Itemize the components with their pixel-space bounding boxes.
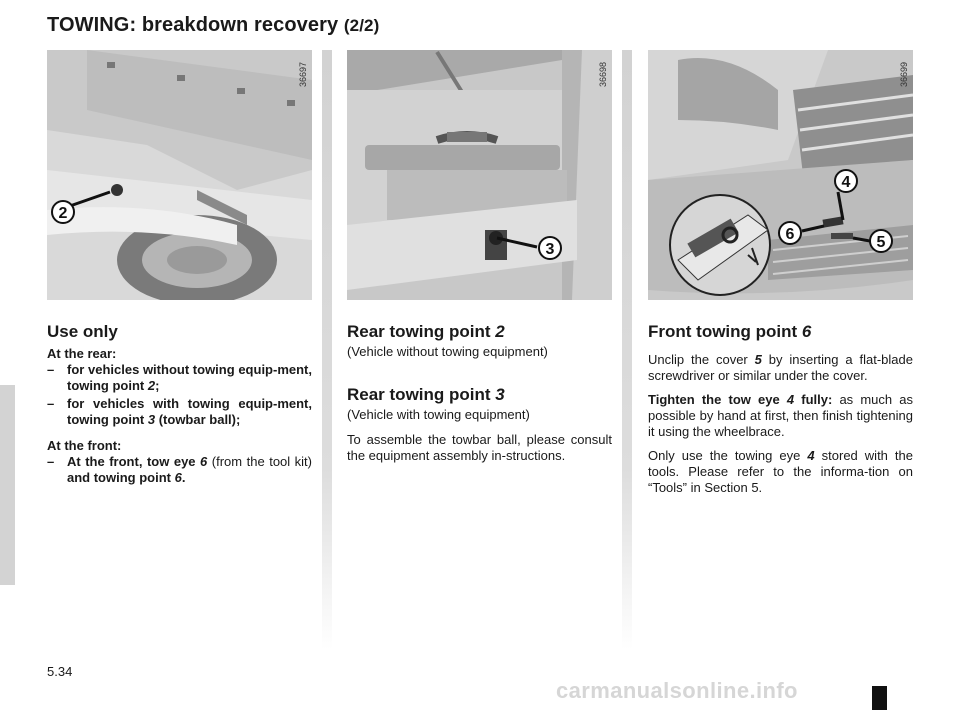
figure-code-2: 36698 — [598, 62, 608, 88]
callout-2: 2 — [59, 205, 68, 222]
callout-6: 6 — [786, 226, 795, 243]
column-front-towing: Front towing point 6 Unclip the cover 5 … — [648, 322, 913, 504]
unclip-cover-text: Unclip the cover 5 by inserting a flat-b… — [648, 352, 913, 383]
page-corner-mark — [872, 686, 887, 710]
rear-item-without-equipment: – for vehicles without towing equip-ment… — [47, 362, 312, 393]
front-list: – At the front, tow eye 6 (from the tool… — [47, 454, 312, 486]
front-label: At the front: — [47, 438, 122, 453]
callout-5: 5 — [877, 234, 886, 251]
rear-towing-point-2-note: (Vehicle without towing equipment) — [347, 344, 548, 359]
watermark: carmanualsonline.info — [556, 678, 798, 703]
rear-label: At the rear: — [47, 346, 117, 361]
column-use-only: Use only At the rear: – for vehicles wit… — [47, 322, 312, 496]
page-title-text: TOWING: breakdown recovery — [47, 14, 339, 36]
figure-code-1: 36697 — [298, 62, 308, 88]
rear-list: – for vehicles without towing equip-ment… — [47, 362, 312, 428]
towbar-assembly-text: To assemble the towbar ball, please cons… — [347, 432, 612, 463]
section-side-tab — [0, 385, 15, 585]
column-rear-towing: Rear towing point 2 (Vehicle without tow… — [347, 322, 612, 472]
front-item: – At the front, tow eye 6 (from the tool… — [47, 454, 313, 485]
rear-towing-point-3-heading: Rear towing point 3 — [347, 385, 505, 404]
tighten-tow-eye-text: Tighten the tow eye 4 fully: as much as … — [648, 392, 913, 439]
rear-towing-point-3-note: (Vehicle with towing equipment) — [347, 407, 530, 422]
column-divider-2 — [622, 50, 632, 650]
figure-rear-underbody: 2 36697 — [47, 50, 312, 300]
front-bumper-illustration: 4 6 5 — [648, 50, 913, 300]
rear-underbody-illustration: 2 — [47, 50, 312, 300]
callout-4: 4 — [842, 174, 851, 191]
use-only-heading: Use only — [47, 322, 118, 341]
front-towing-point-heading: Front towing point 6 — [648, 322, 812, 341]
page-title: TOWING: breakdown recovery (2/2) — [47, 14, 379, 37]
rear-towing-point-2-heading: Rear towing point 2 — [347, 322, 505, 341]
column-divider-1 — [322, 50, 332, 650]
callout-3: 3 — [546, 241, 555, 258]
figure-front-bumper: 4 6 5 36699 — [648, 50, 913, 300]
figure-rear-door: 3 36698 — [347, 50, 612, 300]
rear-item-with-equipment: – for vehicles with towing equip-ment, t… — [47, 396, 312, 427]
page-title-suffix: (2/2) — [343, 16, 380, 35]
figure-code-3: 36699 — [899, 62, 909, 88]
rear-door-illustration: 3 — [347, 50, 612, 300]
page-number: 5.34 — [47, 664, 73, 679]
towing-eye-tools-text: Only use the towing eye 4 stored with th… — [648, 448, 913, 495]
